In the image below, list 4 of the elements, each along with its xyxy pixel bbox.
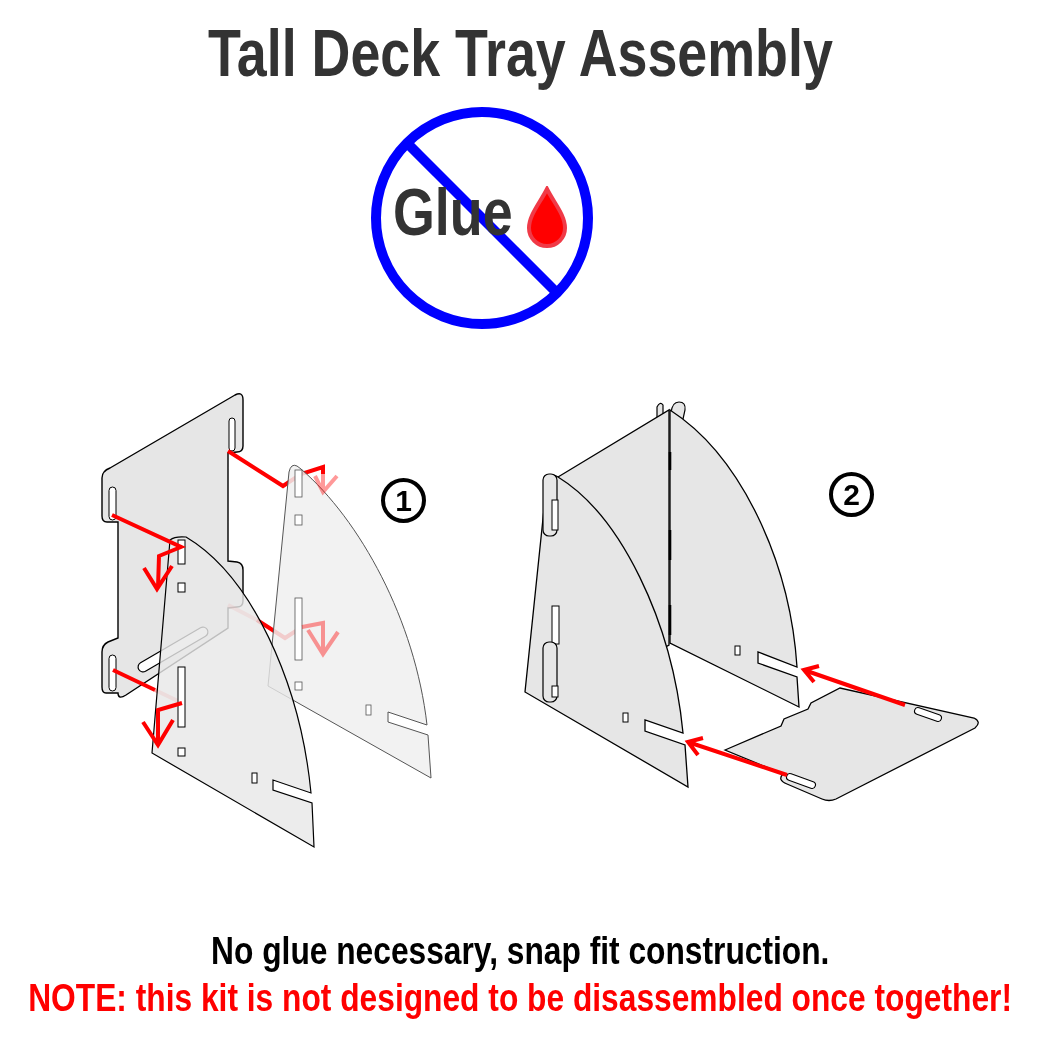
- warning-text: NOTE: this kit is not designed to be disassembled once together!: [28, 979, 1013, 1017]
- note-text: No glue necessary, snap fit construction.: [211, 932, 830, 970]
- step-number: 1: [381, 478, 426, 523]
- step-number: 2: [829, 472, 874, 517]
